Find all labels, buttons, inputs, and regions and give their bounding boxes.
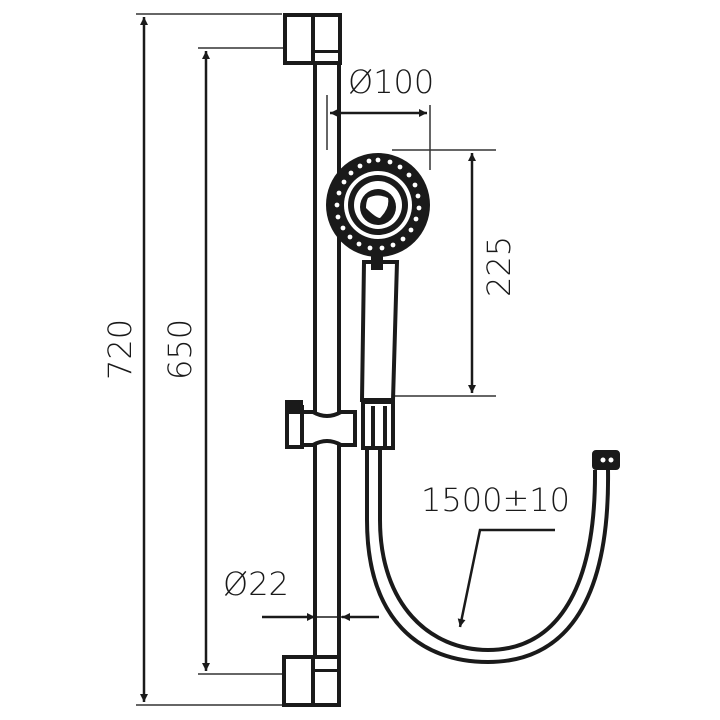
dim-label-overall-height: 720 [101, 318, 139, 380]
hand-shower-head [326, 153, 430, 257]
bottom-wall-bracket [282, 655, 341, 707]
spray-nozzles [334, 157, 422, 251]
dim-label-handset-length: 225 [480, 235, 518, 297]
slider-holder [285, 400, 395, 450]
top-wall-bracket [283, 13, 342, 65]
handset-handle [359, 250, 400, 402]
dim-label-rail-diameter: Ø22 [223, 565, 289, 603]
slide-rail [313, 50, 341, 670]
dim-label-hose-length: 1500±10 [421, 481, 570, 519]
shower-hose [365, 448, 620, 665]
dim-hose-leader [457, 528, 555, 628]
dim-label-head-diameter: Ø100 [348, 63, 435, 101]
dim-label-bracket-spacing: 650 [161, 318, 199, 380]
extension-lines [136, 13, 496, 706]
dimension-lines [140, 17, 555, 702]
